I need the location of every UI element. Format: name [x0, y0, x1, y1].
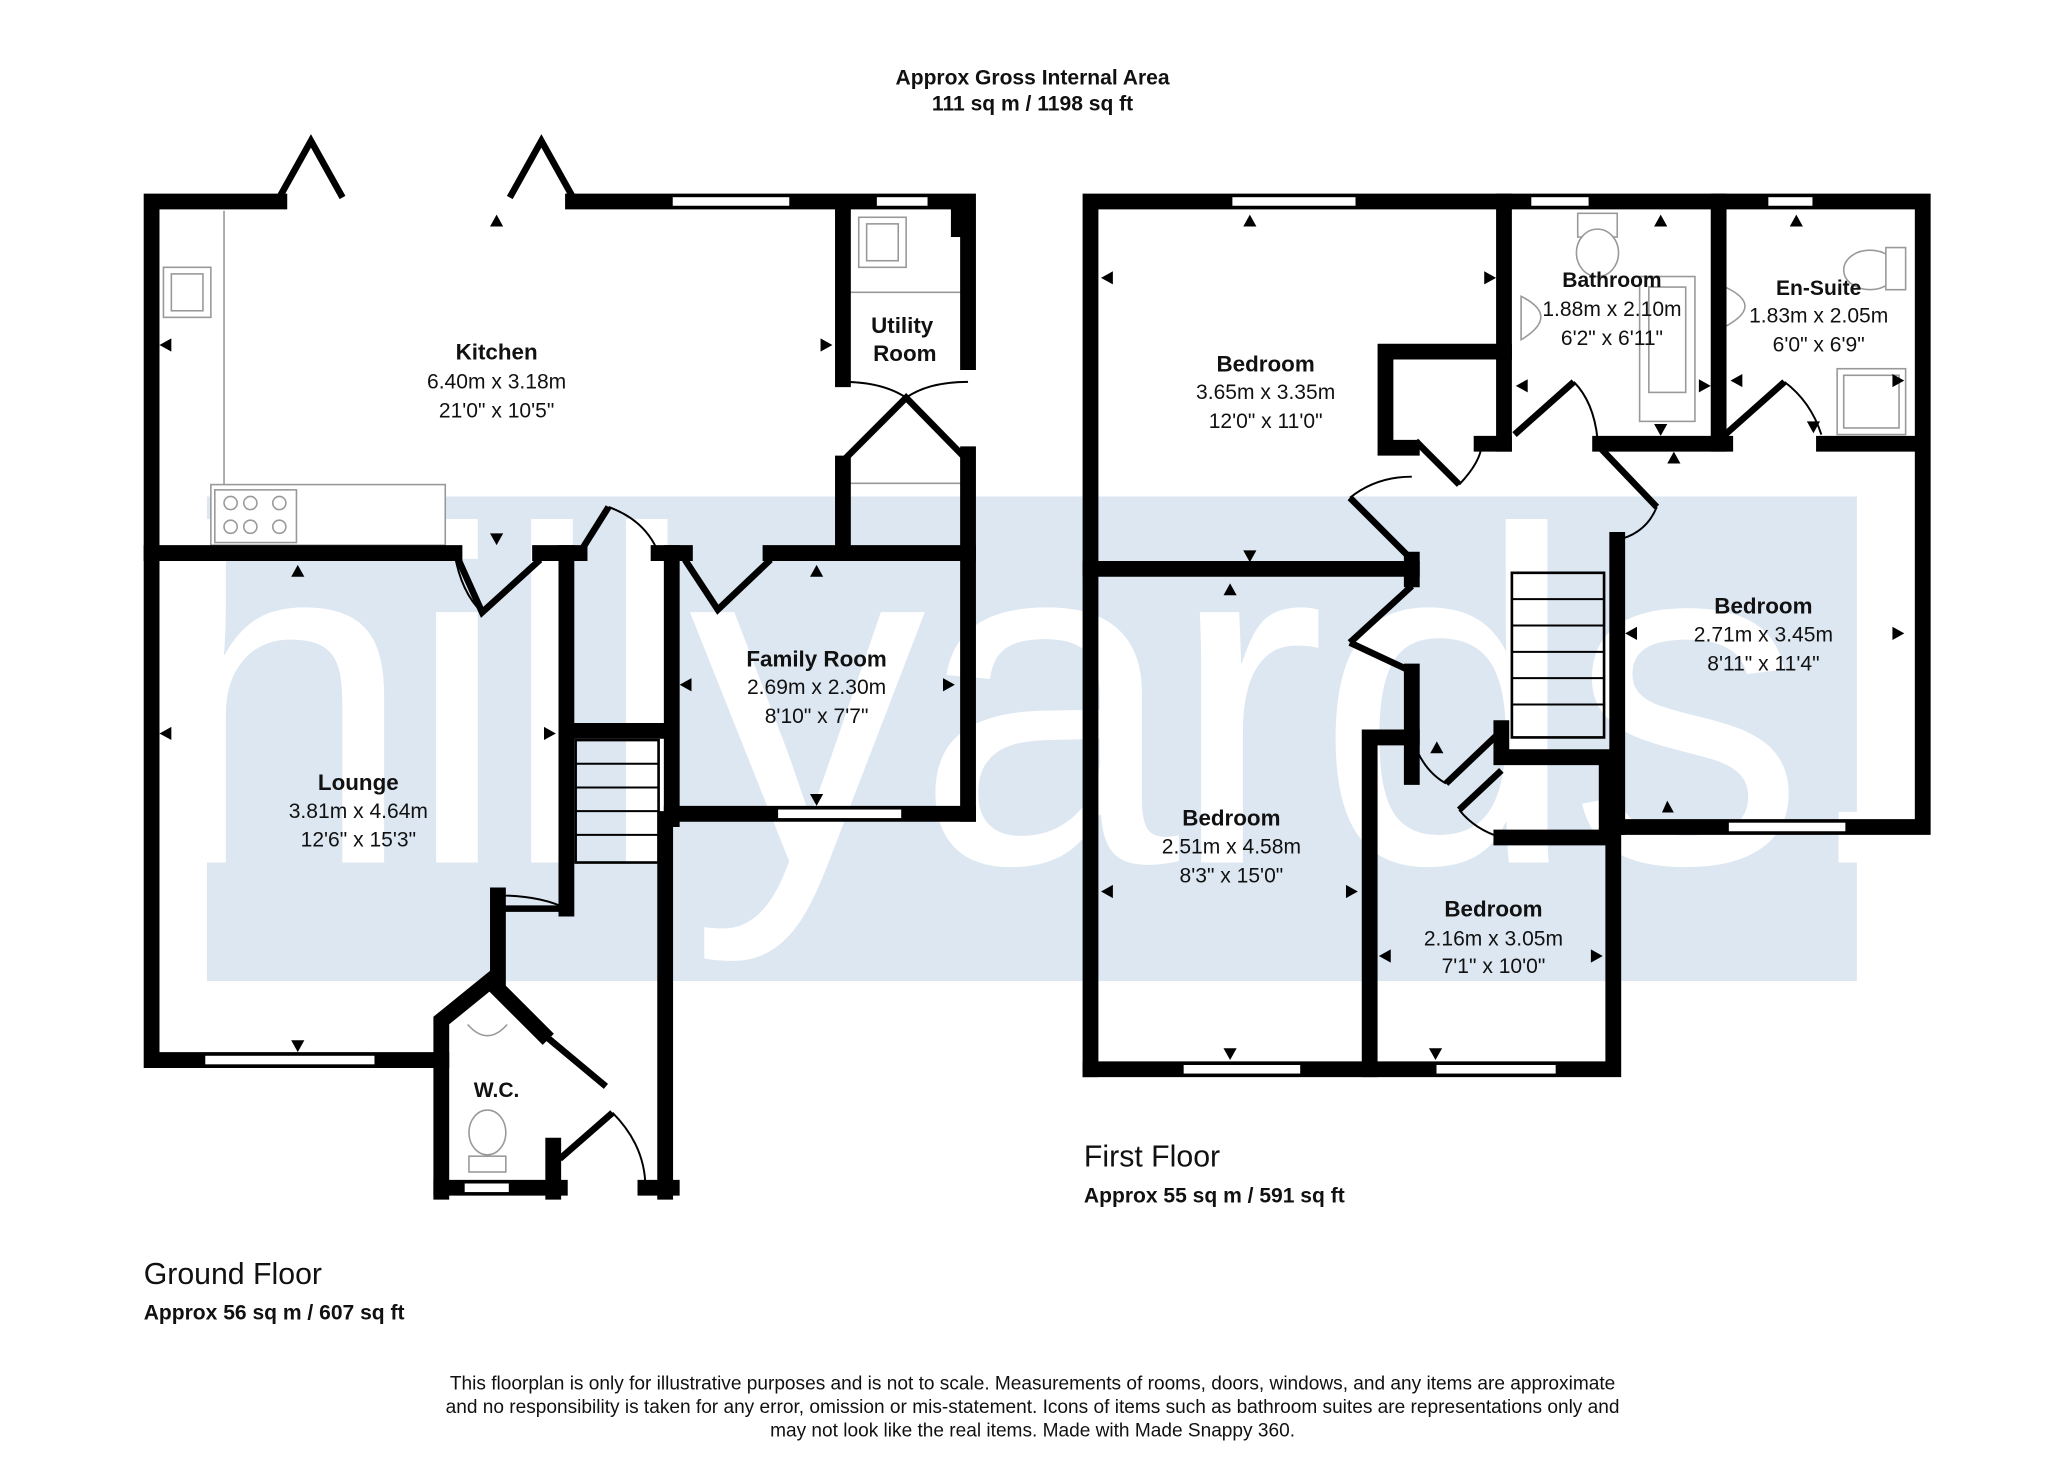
gross-area-value: 111 sq m / 1198 sq ft: [932, 93, 1133, 116]
first-floor-plan: Bedroom 3.65m x 3.35m 12'0" x 11'0" Bath…: [1082, 193, 1931, 1078]
first-floor-label: First Floor: [1084, 1141, 1220, 1174]
gross-area-title: Approx Gross Internal Area: [896, 66, 1170, 89]
ground-floor-plan: Kitchen 6.40m x 3.18m 21'0" x 10'5" Util…: [143, 134, 976, 1200]
first-floor-stairs: [1510, 571, 1606, 739]
room-en-suite: En-Suite 1.83m x 2.05m 6'0" x 6'9": [1749, 277, 1888, 357]
svg-text:2.16m x 3.05m: 2.16m x 3.05m: [1424, 927, 1563, 950]
ground-floor-windows: [203, 195, 930, 1195]
room-bedroom-4: Bedroom 2.16m x 3.05m 7'1" x 10'0": [1424, 897, 1563, 979]
svg-text:6'0" x 6'9": 6'0" x 6'9": [1773, 334, 1865, 357]
svg-text:Kitchen: Kitchen: [456, 339, 538, 364]
svg-text:6.40m x 3.18m: 6.40m x 3.18m: [427, 370, 566, 393]
svg-text:21'0" x 10'5": 21'0" x 10'5": [439, 399, 554, 422]
svg-text:En-Suite: En-Suite: [1776, 277, 1861, 300]
svg-text:2.69m x 2.30m: 2.69m x 2.30m: [747, 676, 886, 699]
svg-text:12'0" x 11'0": 12'0" x 11'0": [1209, 410, 1323, 433]
svg-text:1.83m x 2.05m: 1.83m x 2.05m: [1749, 305, 1888, 328]
svg-text:Bedroom: Bedroom: [1444, 897, 1542, 922]
dimension-arrows-first: [1101, 214, 1905, 1061]
svg-text:Bedroom: Bedroom: [1217, 351, 1315, 376]
svg-text:3.81m x 4.64m: 3.81m x 4.64m: [289, 800, 428, 823]
first-floor-doors: [1347, 379, 1823, 839]
wc-fixtures: [467, 1023, 508, 1173]
svg-text:Bedroom: Bedroom: [1182, 806, 1280, 831]
svg-text:Room: Room: [873, 341, 936, 366]
svg-text:2.71m x 3.45m: 2.71m x 3.45m: [1694, 623, 1833, 646]
first-floor-area: Approx 55 sq m / 591 sq ft: [1084, 1184, 1345, 1207]
room-bedroom-2: Bedroom 2.71m x 3.45m 8'11" x 11'4": [1694, 594, 1833, 676]
svg-text:8'11" x 11'4": 8'11" x 11'4": [1707, 652, 1819, 675]
svg-text:7'1" x 10'0": 7'1" x 10'0": [1442, 955, 1546, 978]
svg-text:Bathroom: Bathroom: [1562, 269, 1661, 292]
patio-doors: [276, 134, 576, 200]
svg-text:3.65m x 3.35m: 3.65m x 3.35m: [1196, 381, 1335, 404]
disclaimer: This floorplan is only for illustrative …: [446, 1373, 1620, 1441]
svg-text:hillyards.: hillyards.: [151, 435, 1916, 967]
room-bedroom-1: Bedroom 3.65m x 3.35m 12'0" x 11'0": [1196, 351, 1335, 433]
svg-text:12'6" x 15'3": 12'6" x 15'3": [301, 829, 416, 852]
ground-floor-area: Approx 56 sq m / 607 sq ft: [144, 1301, 405, 1324]
room-lounge: Lounge 3.81m x 4.64m 12'6" x 15'3": [289, 770, 428, 852]
room-family-room: Family Room 2.69m x 2.30m 8'10" x 7'7": [746, 646, 887, 728]
svg-text:8'3" x 15'0": 8'3" x 15'0": [1180, 864, 1284, 887]
ground-floor-stairs: [574, 738, 660, 864]
svg-text:and no responsibility is taken: and no responsibility is taken for any e…: [446, 1397, 1620, 1418]
svg-text:Family Room: Family Room: [746, 646, 887, 671]
first-floor-windows: [1181, 195, 1848, 1076]
room-kitchen: Kitchen 6.40m x 3.18m 21'0" x 10'5": [427, 339, 566, 422]
room-utility: Utility Room: [871, 313, 936, 366]
room-bathroom: Bathroom 1.88m x 2.10m 6'2" x 6'11": [1542, 269, 1681, 350]
ground-floor-label: Ground Floor: [144, 1258, 322, 1291]
bathroom-fixtures: [1520, 212, 1907, 436]
svg-text:Lounge: Lounge: [318, 770, 399, 795]
dimension-arrows: [159, 214, 955, 1053]
room-bedroom-3: Bedroom 2.51m x 4.58m 8'3" x 15'0": [1162, 806, 1301, 888]
svg-text:2.51m x 4.58m: 2.51m x 4.58m: [1162, 835, 1301, 858]
room-wc: W.C.: [474, 1079, 520, 1102]
svg-text:may not look like the real ite: may not look like the real items. Made w…: [770, 1421, 1295, 1442]
svg-text:Bedroom: Bedroom: [1714, 594, 1812, 619]
svg-text:This floorplan is only for ill: This floorplan is only for illustrative …: [450, 1373, 1615, 1394]
svg-text:8'10" x 7'7": 8'10" x 7'7": [765, 705, 869, 728]
svg-text:Utility: Utility: [871, 313, 934, 338]
svg-text:6'2" x 6'11": 6'2" x 6'11": [1561, 327, 1663, 350]
ground-floor-doors: [453, 380, 971, 1188]
svg-text:1.88m x 2.10m: 1.88m x 2.10m: [1542, 298, 1681, 321]
